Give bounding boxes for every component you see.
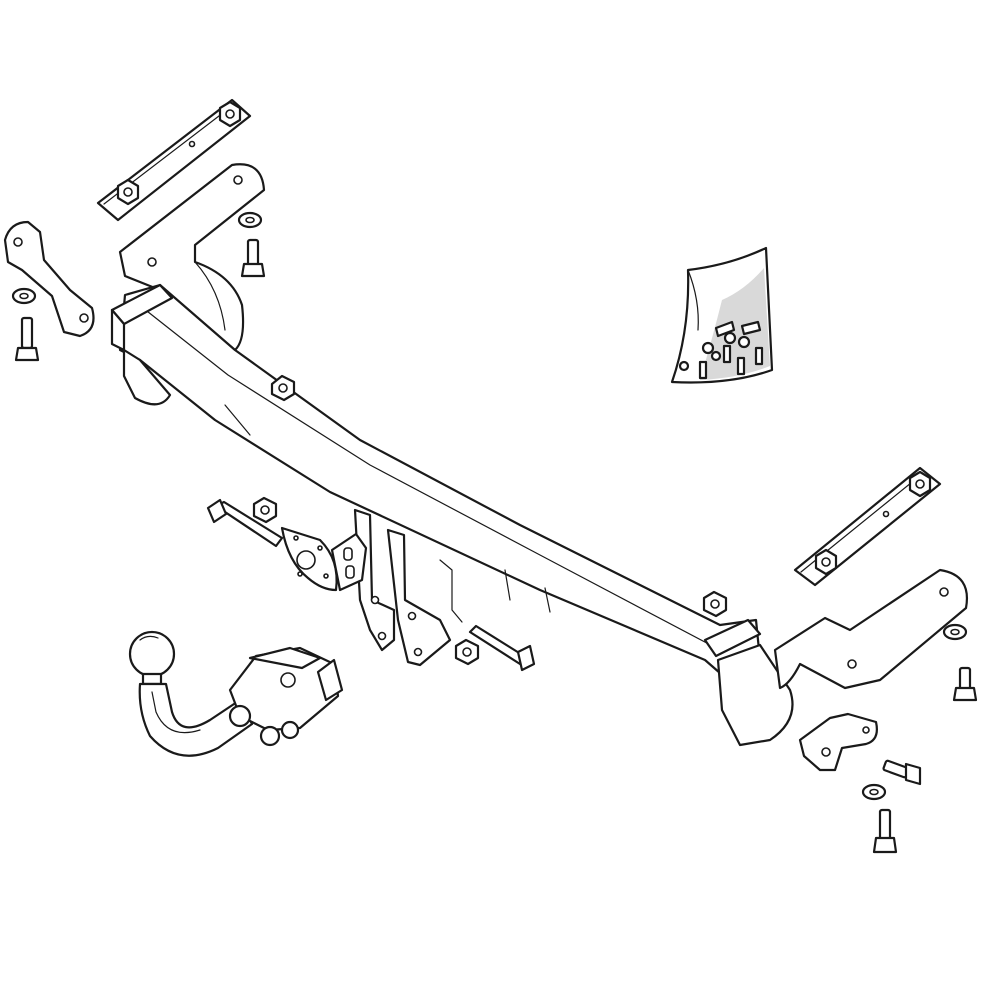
washer xyxy=(861,783,887,801)
hardware-pack-bag xyxy=(670,246,774,384)
washer xyxy=(942,623,968,641)
nut xyxy=(252,496,278,524)
socket-mounting-plate xyxy=(280,526,368,592)
nut xyxy=(270,374,296,402)
detachable-tow-ball xyxy=(128,630,344,757)
bolt xyxy=(206,498,284,548)
bolt xyxy=(468,624,536,672)
bag-hardware xyxy=(678,320,764,380)
left-small-bracket xyxy=(3,220,95,338)
right-small-bracket xyxy=(798,712,878,772)
right-side-bracket xyxy=(773,568,969,690)
bolt xyxy=(14,316,40,362)
washer xyxy=(11,287,37,305)
left-side-bracket xyxy=(118,163,266,352)
clamp-nut xyxy=(908,470,932,498)
left-clamp-plate xyxy=(96,98,252,222)
bolt xyxy=(240,238,266,278)
bolt xyxy=(952,666,978,702)
clamp-nut xyxy=(116,178,140,206)
nut xyxy=(454,638,480,666)
bolt xyxy=(882,759,922,786)
washer xyxy=(237,211,263,229)
bolt xyxy=(872,808,898,854)
nut xyxy=(702,590,728,618)
clamp-nut xyxy=(814,548,838,576)
clamp-nut xyxy=(218,100,242,128)
right-clamp-plate xyxy=(793,466,942,587)
